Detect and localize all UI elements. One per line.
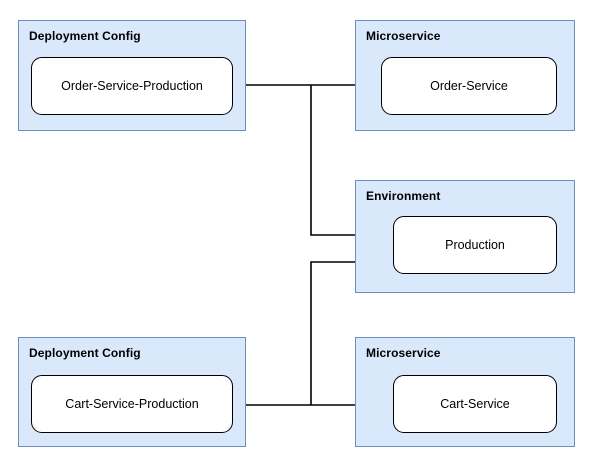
group-deployment-config-cart[interactable]: Deployment Config Cart-Service-Productio… [18,337,246,447]
node-label: Order-Service-Production [61,78,203,93]
group-title: Environment [366,189,441,203]
group-microservice-cart[interactable]: Microservice Cart-Service [355,337,575,447]
node-production[interactable]: Production [393,216,557,274]
node-label: Production [445,237,505,252]
node-label: Cart-Service [440,396,510,411]
group-title: Microservice [366,346,441,360]
node-order-service[interactable]: Order-Service [381,57,557,115]
group-title: Deployment Config [29,346,141,360]
node-label: Cart-Service-Production [65,396,199,411]
node-cart-service-production[interactable]: Cart-Service-Production [31,375,233,433]
group-microservice-order[interactable]: Microservice Order-Service [355,20,575,131]
node-label: Order-Service [430,78,508,93]
group-environment[interactable]: Environment Production [355,180,575,293]
group-deployment-config-order[interactable]: Deployment Config Order-Service-Producti… [18,20,246,131]
node-order-service-production[interactable]: Order-Service-Production [31,57,233,115]
group-title: Microservice [366,29,441,43]
node-cart-service[interactable]: Cart-Service [393,375,557,433]
group-title: Deployment Config [29,29,141,43]
